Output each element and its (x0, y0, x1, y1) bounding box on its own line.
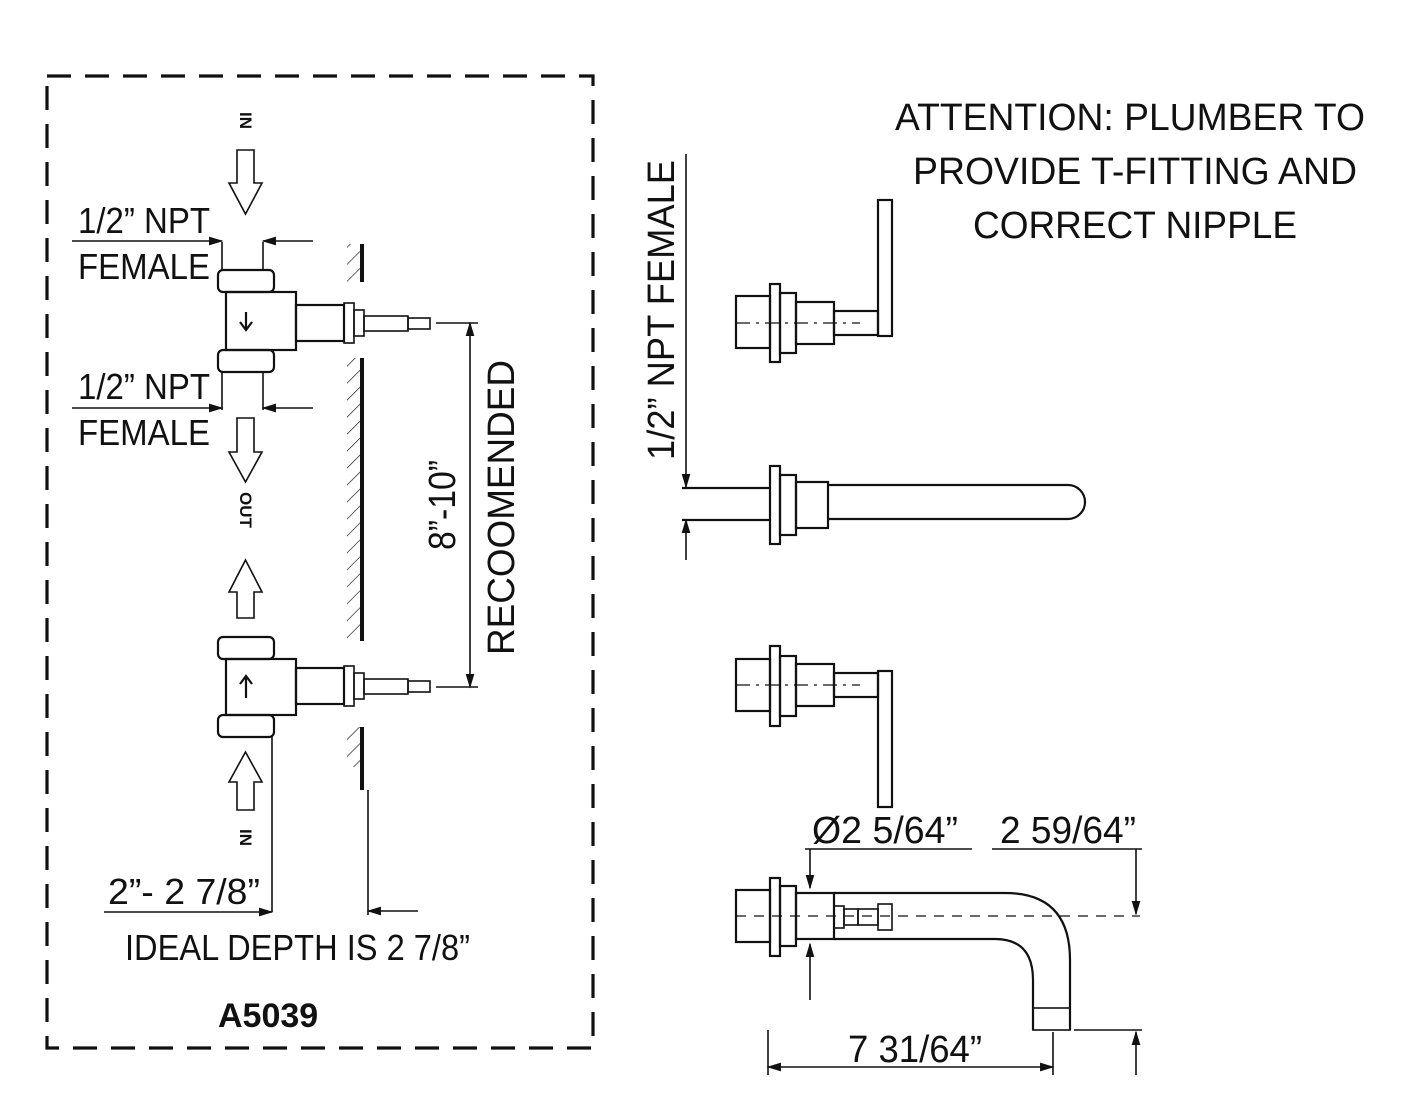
spacing-dim-label: 8”-10” (422, 460, 464, 550)
npt-female-vertical-label: 1/2” NPT FEMALE (641, 160, 683, 460)
reach-dimension (766, 1030, 1055, 1075)
out-arrow-up (227, 558, 264, 619)
upper-npt-size: 1/2” NPT (78, 200, 210, 241)
lower-npt-size: 1/2” NPT (78, 366, 210, 407)
out-arrow-down (227, 417, 264, 484)
depth-dimension (104, 790, 418, 917)
depth-dim-label: 2”- 2 7/8” (108, 871, 260, 912)
upper-npt-type: FEMALE (78, 246, 210, 287)
attention-line-2: PROVIDE T-FITTING AND (913, 151, 1357, 193)
lower-npt-type: FEMALE (78, 412, 210, 453)
in-arrow-bottom (227, 750, 264, 811)
spacing-note-label: RECOOMENDED (481, 360, 523, 655)
upper-valve-body (216, 242, 431, 410)
ideal-depth-label: IDEAL DEPTH IS 2 7/8” (125, 927, 470, 968)
wall-section (347, 244, 364, 790)
height-dimension (992, 848, 1142, 1075)
attention-line-1: ATTENTION: PLUMBER TO (895, 97, 1365, 139)
out-label: OUT (236, 492, 255, 529)
faucet-elevation-panel: ATTENTION: PLUMBER TO PROVIDE T-FITTING … (641, 97, 1365, 1075)
diameter-dim-label: Ø2 5/64” (812, 810, 958, 852)
spout-side-view (734, 876, 1140, 1031)
spout-front-view (682, 464, 1087, 546)
in-arrow-top (227, 149, 264, 216)
model-number: A5039 (218, 997, 318, 1035)
flow-arrows (227, 149, 264, 811)
reach-dim-label: 7 31/64” (848, 1029, 982, 1071)
in-label-top: IN (236, 112, 255, 129)
in-label-bottom: IN (236, 829, 255, 846)
upper-handle (734, 198, 894, 364)
lower-valve-body (216, 635, 431, 912)
height-dim-label: 2 59/64” (1000, 810, 1136, 852)
attention-line-3: CORRECT NIPPLE (973, 205, 1297, 247)
dashed-border (45, 74, 595, 1050)
spacing-dimension (436, 321, 478, 689)
diameter-dimension (805, 848, 972, 1000)
valve-rough-in-panel: IN OUT IN 1/2” NPT FEMALE 1/2” NPT FEMAL… (45, 74, 595, 1050)
lower-handle (734, 644, 894, 809)
